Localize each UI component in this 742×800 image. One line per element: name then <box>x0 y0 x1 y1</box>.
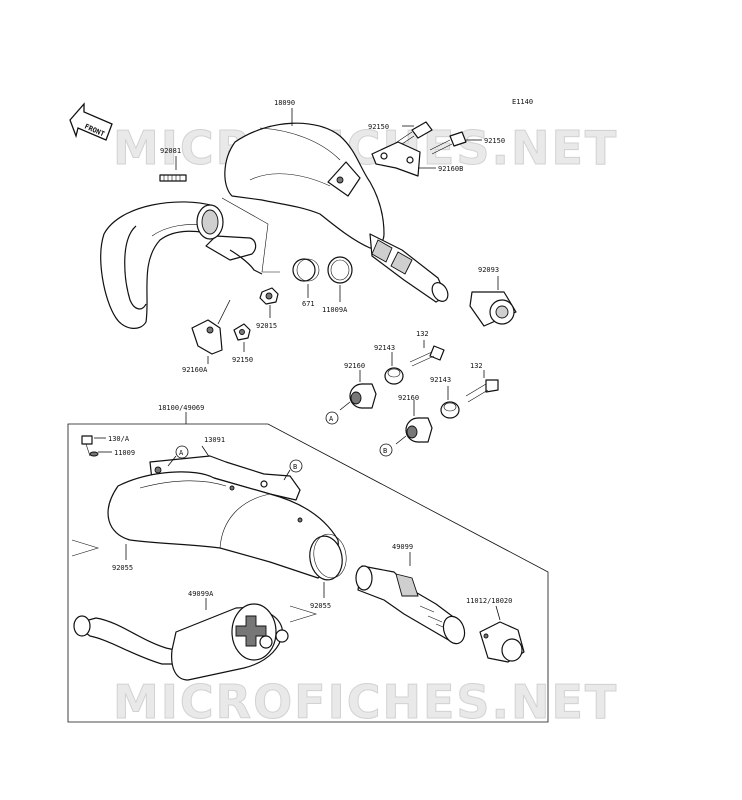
ring-671 <box>292 258 320 282</box>
bolt-130a <box>81 435 93 457</box>
front-arrow-icon: FRONT <box>69 102 113 141</box>
silencer-13091 <box>107 455 347 581</box>
expansion-chamber <box>100 122 449 329</box>
svg-text:B: B <box>383 447 387 455</box>
label-92150-right: 92150 <box>484 137 505 145</box>
callout-b-upper: B <box>379 443 393 457</box>
label-11009a: 11009A <box>322 306 348 314</box>
label-11009: 11009 <box>114 449 135 457</box>
spring-92081 <box>159 174 187 182</box>
gasket-11009a <box>327 256 353 284</box>
watermark-bottom: MICROFICHES.NET <box>113 675 618 729</box>
bracket-92160a <box>191 319 223 355</box>
label-92150-top: 92150 <box>368 123 389 131</box>
spark-arrester-49099 <box>355 565 466 645</box>
label-92055-right: 92055 <box>310 602 331 610</box>
callout-b-lower: B <box>289 459 303 473</box>
svg-text:A: A <box>329 415 334 423</box>
svg-text:B: B <box>293 463 297 471</box>
label-49099: 49099 <box>392 543 413 551</box>
label-92160-top: 92160 <box>344 362 365 370</box>
label-130a: 130/A <box>108 435 130 443</box>
nut-92015 <box>259 287 279 305</box>
silencer-49099a <box>73 603 289 681</box>
label-92055-left: 92055 <box>112 564 133 572</box>
bolt-132-a <box>409 345 445 367</box>
bolt-92150-c <box>233 323 251 341</box>
label-11012: 11012/18020 <box>466 597 512 605</box>
label-92015: 92015 <box>256 322 277 330</box>
callout-a-lower: A <box>175 445 189 459</box>
label-92143-right: 92143 <box>430 376 451 384</box>
bracket-92160b <box>371 141 421 177</box>
collar-92143-b <box>440 401 460 419</box>
grommet-92160-b <box>405 417 433 443</box>
watermark-top: MICROFICHES.NET <box>113 121 618 175</box>
label-92143-top: 92143 <box>374 344 395 352</box>
washer-11009 <box>89 451 99 457</box>
label-49099a: 49099A <box>188 590 214 598</box>
svg-text:A: A <box>179 449 184 457</box>
bolt-132-b <box>465 379 499 403</box>
label-92093: 92093 <box>478 266 499 274</box>
grommet-92160-a <box>349 383 377 409</box>
diagram-code: E1140 <box>512 98 533 106</box>
label-92081: 92081 <box>160 147 181 155</box>
label-92160-right: 92160 <box>398 394 419 402</box>
label-92150-lower: 92150 <box>232 356 253 364</box>
label-92160a: 92160A <box>182 366 208 374</box>
collar-92143-a <box>384 367 404 385</box>
end-cap-11012 <box>479 621 525 663</box>
label-132-top: 132 <box>416 330 429 338</box>
label-18100: 18100/49069 <box>158 404 204 412</box>
label-132-right: 132 <box>470 362 483 370</box>
callout-a-upper: A <box>325 411 339 425</box>
sleeve-92093 <box>469 291 517 327</box>
label-18090: 18090 <box>274 99 295 107</box>
assembly-box <box>67 423 549 723</box>
bolt-92150-b <box>429 131 467 155</box>
label-671: 671 <box>302 300 315 308</box>
label-13091: 13091 <box>204 436 225 444</box>
label-92160b: 92160B <box>438 165 463 173</box>
